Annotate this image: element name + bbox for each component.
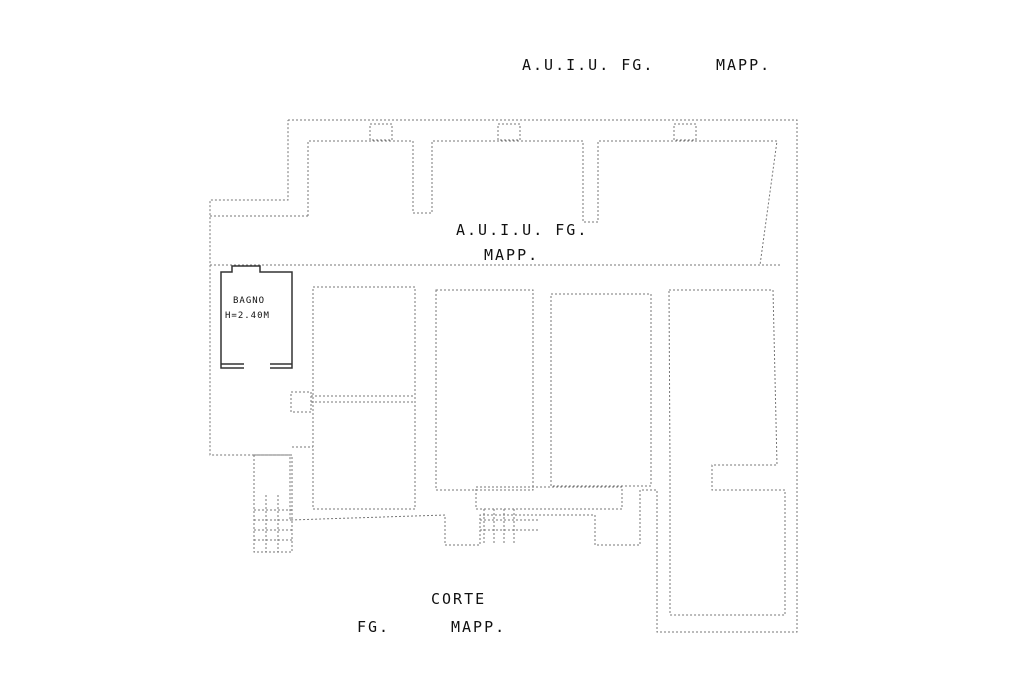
courtyard-mapp-label: MAPP. [451,618,507,636]
bathroom-name-label: BAGNO [233,296,266,306]
central-uiu-label: A.U.I.U. FG. [456,221,589,239]
window-2 [497,123,521,141]
header-uiu-label: A.U.I.U. FG. [522,56,655,74]
header-mapp-label: MAPP. [716,56,772,74]
room-left [312,286,416,510]
room-middle-2 [550,293,652,487]
bathroom-height-label: H=2.40M [225,311,270,321]
bathroom-wall [220,265,293,369]
niche [290,391,312,413]
stair-left [253,454,293,553]
room-middle-1 [435,289,534,491]
window-3 [673,123,697,141]
stair-front [475,486,623,510]
room-right [668,289,786,616]
top-room-1 [307,140,778,266]
outer-wall [209,119,798,633]
window-1 [369,123,393,141]
courtyard-fg-label: FG. [357,618,391,636]
courtyard-name-label: CORTE [431,590,487,608]
central-mapp-label: MAPP. [484,246,540,264]
